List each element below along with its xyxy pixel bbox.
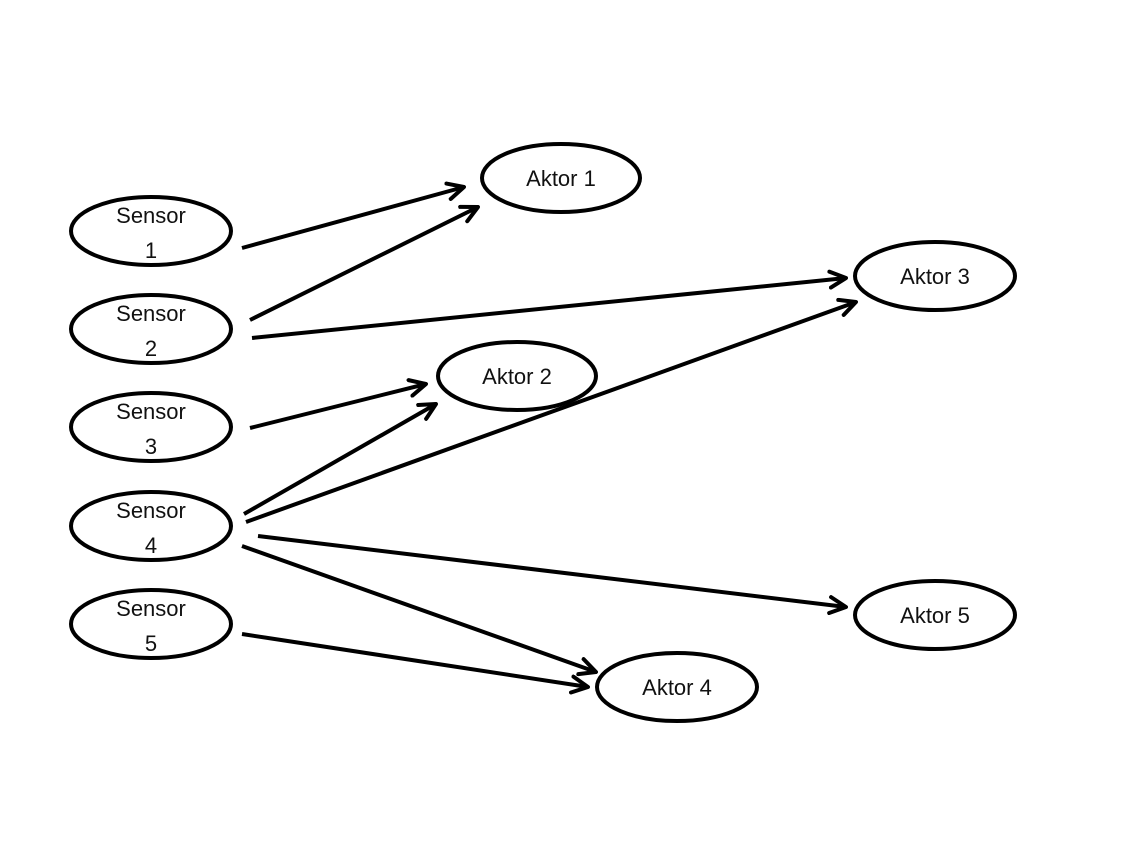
edge-sensor5-aktor4: [241, 632, 590, 695]
node-aktor-4: Aktor 4: [595, 651, 759, 723]
edge-sensor4-aktor4: [241, 544, 598, 677]
node-sensor-4: Sensor 4: [69, 490, 233, 562]
node-aktor-2-shape: [436, 340, 598, 412]
edge-sensor3-aktor2: [249, 378, 428, 430]
node-sensor-2-shape: [69, 293, 233, 365]
edge-sensor2-aktor3: [251, 269, 848, 340]
node-aktor-3: Aktor 3: [853, 240, 1017, 312]
node-aktor-5-label: Aktor 5: [900, 603, 970, 628]
node-sensor-5: Sensor 5: [69, 588, 233, 660]
edge-sensor4-aktor2: [243, 402, 438, 516]
node-sensor-1-number: 1: [145, 238, 157, 263]
node-aktor-5-shape: [853, 579, 1017, 651]
node-aktor-1-label: Aktor 1: [526, 166, 596, 191]
node-sensor-5-number: 5: [145, 631, 157, 656]
edge-sensor2-aktor1: [249, 204, 480, 322]
node-sensor-1: Sensor 1: [69, 195, 233, 267]
node-sensor-3-label: Sensor: [116, 399, 186, 424]
node-aktor-2: Aktor 2: [436, 340, 598, 412]
node-sensor-1-shape: [69, 195, 233, 267]
node-sensor-4-label: Sensor: [116, 498, 186, 523]
node-sensor-3-shape: [69, 391, 233, 463]
edge-sensor4-aktor5: [257, 534, 848, 616]
node-sensor-5-shape: [69, 588, 233, 660]
node-aktor-1: Aktor 1: [480, 142, 642, 214]
node-aktor-1-shape: [480, 142, 642, 214]
node-sensor-4-number: 4: [145, 533, 157, 558]
node-sensor-5-label: Sensor: [116, 596, 186, 621]
node-sensor-2: Sensor 2: [69, 293, 233, 365]
edges: [241, 181, 858, 695]
node-sensor-1-label: Sensor: [116, 203, 186, 228]
node-sensor-2-number: 2: [145, 336, 157, 361]
node-sensor-4-shape: [69, 490, 233, 562]
node-sensor-2-label: Sensor: [116, 301, 186, 326]
node-aktor-4-shape: [595, 651, 759, 723]
node-aktor-5: Aktor 5: [853, 579, 1017, 651]
node-aktor-4-label: Aktor 4: [642, 675, 712, 700]
node-aktor-3-shape: [853, 240, 1017, 312]
node-aktor-3-label: Aktor 3: [900, 264, 970, 289]
node-sensor-3-number: 3: [145, 434, 157, 459]
node-aktor-2-label: Aktor 2: [482, 364, 552, 389]
edge-sensor4-aktor3: [245, 297, 858, 524]
edge-sensor1-aktor1: [241, 181, 466, 250]
node-sensor-3: Sensor 3: [69, 391, 233, 463]
